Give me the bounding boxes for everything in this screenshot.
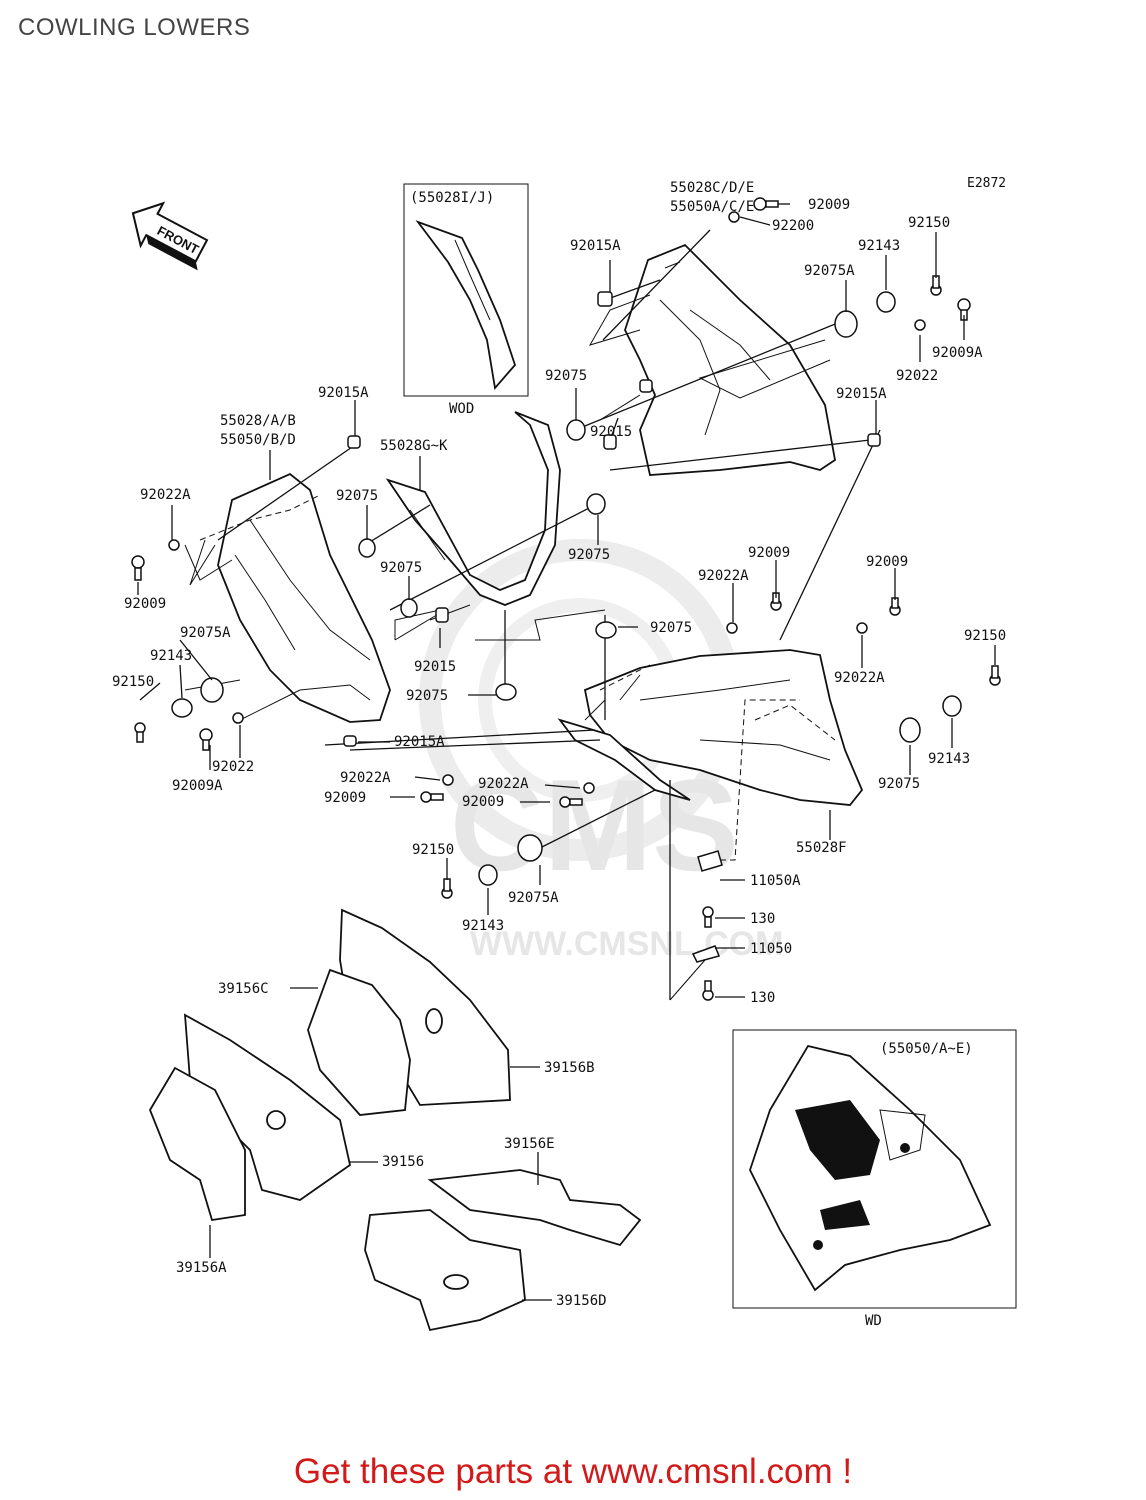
part-label: 130 [750, 911, 775, 927]
part-label: 92143 [928, 751, 970, 767]
part-label: 92150 [412, 842, 454, 858]
cowl-center [385, 411, 561, 606]
part-label: 92143 [858, 238, 900, 254]
part-label: 92022 [212, 759, 254, 775]
inset-wd-header: (55050/A~E) [880, 1041, 973, 1057]
part-label: 92015 [590, 424, 632, 440]
part-label: 39156A [176, 1260, 227, 1276]
page-title: COWLING LOWERS [18, 14, 251, 41]
part-label: 92022A [698, 568, 749, 584]
part-label: 39156E [504, 1136, 555, 1152]
part-label: 92009 [748, 545, 790, 561]
part-label: 55028F [796, 840, 847, 856]
part-label: 92009 [462, 794, 504, 810]
inset-wd-caption: WD [865, 1313, 882, 1329]
part-label: 55028/A/B [220, 413, 296, 429]
part-label: 92150 [112, 674, 154, 690]
part-label: 92015A [836, 386, 887, 402]
part-label: 92022A [834, 670, 885, 686]
part-label: 92075A [508, 890, 559, 906]
cowl-left [189, 472, 391, 723]
part-label: 92009A [932, 345, 983, 361]
part-label: 92022A [478, 776, 529, 792]
part-label: 130 [750, 990, 775, 1006]
part-label: 92075 [380, 560, 422, 576]
front-arrow-icon: FRONT [131, 201, 209, 271]
part-label: 92009 [124, 596, 166, 612]
part-label: 92075 [406, 688, 448, 704]
footer-link[interactable]: Get these parts at www.cmsnl.com ! [293, 1452, 853, 1491]
part-label: 92022A [140, 487, 191, 503]
part-label: 39156C [218, 981, 269, 997]
part-label: 55050A/C/E [670, 199, 754, 215]
part-label: 92022A [340, 770, 391, 786]
part-label: 92075A [804, 263, 855, 279]
watermark-url: WWW.CMSNL.COM [470, 925, 784, 963]
part-label: 55028C/D/E [670, 180, 754, 196]
part-label: 39156 [382, 1154, 424, 1170]
part-label: 92015A [570, 238, 621, 254]
part-label: 39156B [544, 1060, 595, 1076]
part-label: 92075A [180, 625, 231, 641]
part-label: 92022 [896, 368, 938, 384]
part-label: 92143 [462, 918, 504, 934]
part-labels: 55028C/D/E 55050A/C/E 92009 92200 92150 … [112, 180, 1006, 1309]
part-label: 92015A [394, 734, 445, 750]
part-label: 92075 [568, 547, 610, 563]
part-label: 92150 [908, 215, 950, 231]
part-label: 92009 [866, 554, 908, 570]
part-label: 92200 [772, 218, 814, 234]
part-label: 92009 [808, 197, 850, 213]
part-label: 11050 [750, 941, 792, 957]
inset-wd: (55050/A~E) WD [732, 1029, 1017, 1329]
inset-wod-header: (55028I/J) [410, 190, 494, 206]
part-label: 39156D [556, 1293, 607, 1309]
part-label: 92015 [414, 659, 456, 675]
part-label: 92150 [964, 628, 1006, 644]
part-label: 11050A [750, 873, 801, 889]
inset-wod: (55028I/J) WOD [403, 183, 529, 417]
part-label: 55028G~K [380, 438, 448, 454]
diagram-code: E2872 [967, 176, 1007, 191]
part-label: 92015A [318, 385, 369, 401]
label-ticks [137, 203, 996, 1301]
part-label: 92075 [336, 488, 378, 504]
cowl-right-upper [588, 243, 836, 476]
part-label: 92009 [324, 790, 366, 806]
part-label: 92143 [150, 648, 192, 664]
part-label: 92075 [878, 776, 920, 792]
inner-panels [148, 908, 642, 1332]
part-label: 92075 [650, 620, 692, 636]
part-label: 92075 [545, 368, 587, 384]
part-label: 92009A [172, 778, 223, 794]
watermark-brand: CMS [450, 752, 739, 898]
part-label: 55050/B/D [220, 432, 296, 448]
inset-wod-caption: WOD [449, 401, 474, 417]
